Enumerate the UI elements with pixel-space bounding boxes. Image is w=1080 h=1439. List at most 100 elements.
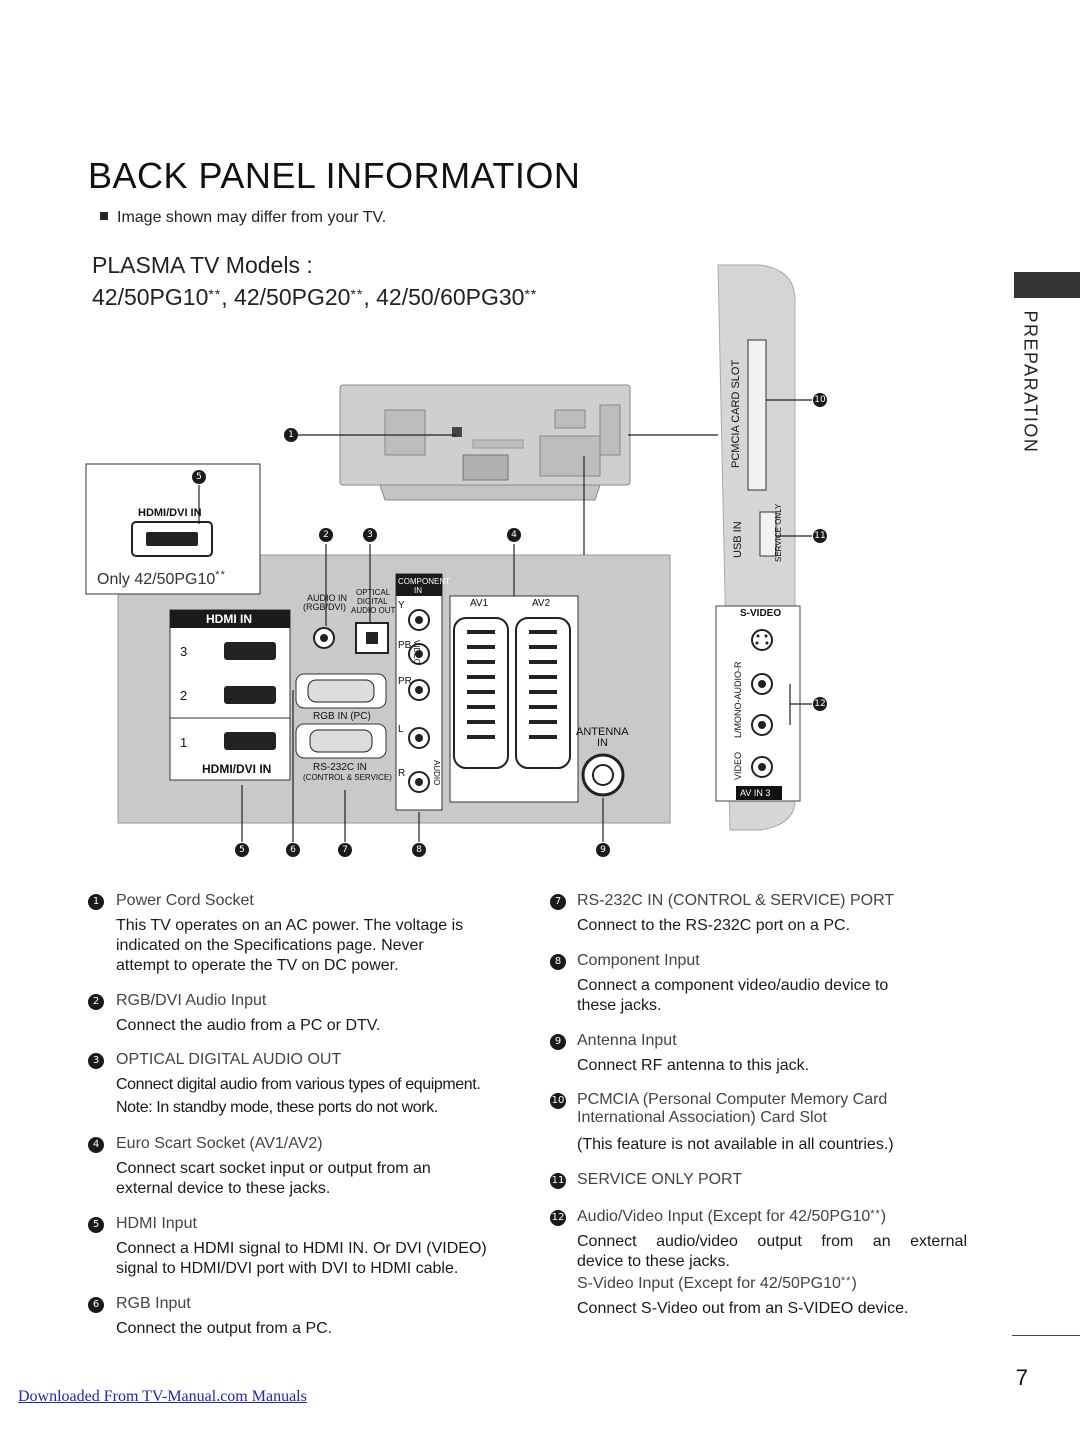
desc-num-3: 3 <box>88 1053 104 1069</box>
callout-5-inset: 5 <box>192 470 206 484</box>
model-2: , 42/50PG20 <box>221 284 351 310</box>
desc-line: Connect scart socket input or output fro… <box>116 1160 431 1177</box>
desc-body-antenna: Connect RF antenna to this jack. <box>577 1057 810 1074</box>
desc-head-rgb-dvi-audio: RGB/DVI Audio Input <box>116 992 267 1009</box>
desc-head-line: PCMCIA (Personal Computer Memory Card <box>577 1091 888 1108</box>
callout-7: 7 <box>338 843 352 857</box>
callout-9: 9 <box>596 843 610 857</box>
desc-head-power-cord: Power Cord Socket <box>116 892 254 909</box>
comp-r-label: R <box>398 768 406 779</box>
comp-audio-label: AUDIO <box>432 760 441 786</box>
model-3-stars: ** <box>524 286 538 302</box>
footer-divider <box>1012 1335 1080 1336</box>
rgb-in-label: RGB IN (PC) <box>313 711 371 722</box>
desc-num-5: 5 <box>88 1217 104 1233</box>
source-link[interactable]: Downloaded From TV-Manual.com Manuals <box>18 1388 307 1405</box>
desc-line: attempt to operate the TV on DC power. <box>116 957 399 974</box>
desc-body-rs232: Connect to the RS-232C port on a PC. <box>577 917 851 934</box>
desc-body-rgb-input: Connect the output from a PC. <box>116 1320 333 1337</box>
desc-head-hdmi-input: HDMI Input <box>116 1215 197 1232</box>
comp-l-label: L <box>398 724 404 735</box>
desc-num-1: 1 <box>88 894 104 910</box>
tv-rear-illustration <box>339 384 631 501</box>
desc-head-text: Audio/Video Input (Except for 42/50PG10 <box>577 1208 871 1225</box>
desc-body-rgb-dvi-audio: Connect the audio from a PC or DTV. <box>116 1017 381 1034</box>
desc-head-stars: ** <box>870 1208 881 1220</box>
only-model-text: Only 42/50PG10 <box>97 571 216 588</box>
desc-head-antenna: Antenna Input <box>577 1032 677 1049</box>
comp-pr-label: PR <box>398 676 412 687</box>
desc-line: Connect a HDMI signal to HDMI IN. Or DVI… <box>116 1240 487 1257</box>
component-label: COMPONENT <box>398 577 450 586</box>
desc-num-9: 9 <box>550 1034 566 1050</box>
only-model-stars: ** <box>215 569 226 581</box>
desc-body-optical: Connect digital audio from various types… <box>116 1075 516 1118</box>
av1-label: AV1 <box>470 598 489 609</box>
desc-num-4: 4 <box>88 1137 104 1153</box>
antenna-in-label: IN <box>597 737 608 749</box>
desc-num-10: 10 <box>550 1093 566 1109</box>
callout-5: 5 <box>235 843 249 857</box>
hdmi-dvi-in-bottom-label: HDMI/DVI IN <box>202 762 272 776</box>
desc-head-rgb-input: RGB Input <box>116 1295 191 1312</box>
desc-line: signal to HDMI/DVI port with DVI to HDMI… <box>116 1260 459 1277</box>
comp-pb-label: PB <box>398 640 412 651</box>
desc-head-end: ) <box>880 1208 887 1225</box>
back-panel-diagram <box>85 264 812 842</box>
av-in3-label: AV IN 3 <box>740 788 771 798</box>
page-title: BACK PANEL INFORMATION <box>88 155 581 196</box>
desc-num-8: 8 <box>550 954 566 970</box>
s-video-label: S-VIDEO <box>740 608 782 619</box>
bullet-square-icon <box>100 212 108 220</box>
desc-head-line: International Association) Card Slot <box>577 1109 827 1126</box>
hdmi-port-1-label: 1 <box>180 735 188 750</box>
callout-10: 10 <box>813 393 827 407</box>
desc-body-power-cord: This TV operates on an AC power. The vol… <box>116 916 516 976</box>
desc-head-rs232: RS-232C IN (CONTROL & SERVICE) PORT <box>577 892 895 909</box>
desc-line: device to these jacks. <box>577 1253 730 1270</box>
desc-line: This TV operates on an AC power. The vol… <box>116 917 464 934</box>
desc-head-av-input: Audio/Video Input (Except for 42/50PG10*… <box>577 1208 967 1226</box>
optical-label: OPTICAL <box>356 588 391 597</box>
callout-4: 4 <box>507 528 521 542</box>
comp-y-label: Y <box>398 600 405 611</box>
model-1-stars: ** <box>208 286 222 302</box>
desc-subhead-end: ) <box>851 1275 857 1292</box>
desc-subhead-stars: ** <box>840 1275 852 1287</box>
rs232-label: RS-232C IN <box>313 762 367 773</box>
callout-1: 1 <box>284 428 298 442</box>
desc-line: Connect digital audio from various types… <box>116 1076 481 1093</box>
desc-body-pcmcia: (This feature is not available in all co… <box>577 1136 894 1153</box>
callout-6: 6 <box>286 843 300 857</box>
hdmi-dvi-in-inset-label: HDMI/DVI IN <box>138 507 202 519</box>
desc-body-component: Connect a component video/audio device t… <box>577 976 967 1016</box>
desc-line: Note: In standby mode, these ports do no… <box>116 1099 438 1116</box>
desc-line: indicated on the Specifications page. Ne… <box>116 937 424 954</box>
desc-head-component: Component Input <box>577 952 700 969</box>
desc-line: Connect a component video/audio device t… <box>577 977 889 994</box>
pcmcia-slot-label: PCMCIA CARD SLOT <box>730 359 742 468</box>
desc-subhead-s-video: S-Video Input (Except for 42/50PG10**) <box>577 1275 967 1293</box>
desc-num-6: 6 <box>88 1297 104 1313</box>
rgb-dvi-label: (RGB/DVI) <box>303 602 347 612</box>
only-model-label: Only 42/50PG10** <box>97 569 226 589</box>
desc-head-pcmcia: PCMCIA (Personal Computer Memory Card In… <box>577 1091 967 1127</box>
callout-2: 2 <box>319 528 333 542</box>
model-2-stars: ** <box>350 286 364 302</box>
desc-line: these jacks. <box>577 997 662 1014</box>
desc-num-2: 2 <box>88 994 104 1010</box>
comp-video-label: VIDEO <box>412 640 421 665</box>
page-number: 7 <box>1015 1365 1028 1390</box>
desc-head-optical: OPTICAL DIGITAL AUDIO OUT <box>116 1051 342 1068</box>
section-tab <box>1014 272 1080 298</box>
desc-num-7: 7 <box>550 894 566 910</box>
callout-8: 8 <box>412 843 426 857</box>
model-3: , 42/50/60PG30 <box>363 284 525 310</box>
desc-body-s-video: Connect S-Video out from an S-VIDEO devi… <box>577 1300 909 1317</box>
models-line1: PLASMA TV Models : <box>92 252 313 278</box>
desc-num-11: 11 <box>550 1173 566 1189</box>
control-service-label: (CONTROL & SERVICE) <box>303 773 392 782</box>
video-label: VIDEO <box>733 751 743 780</box>
audio-in-label: AUDIO IN <box>307 593 348 603</box>
desc-body-euro-scart: Connect scart socket input or output fro… <box>116 1159 516 1199</box>
